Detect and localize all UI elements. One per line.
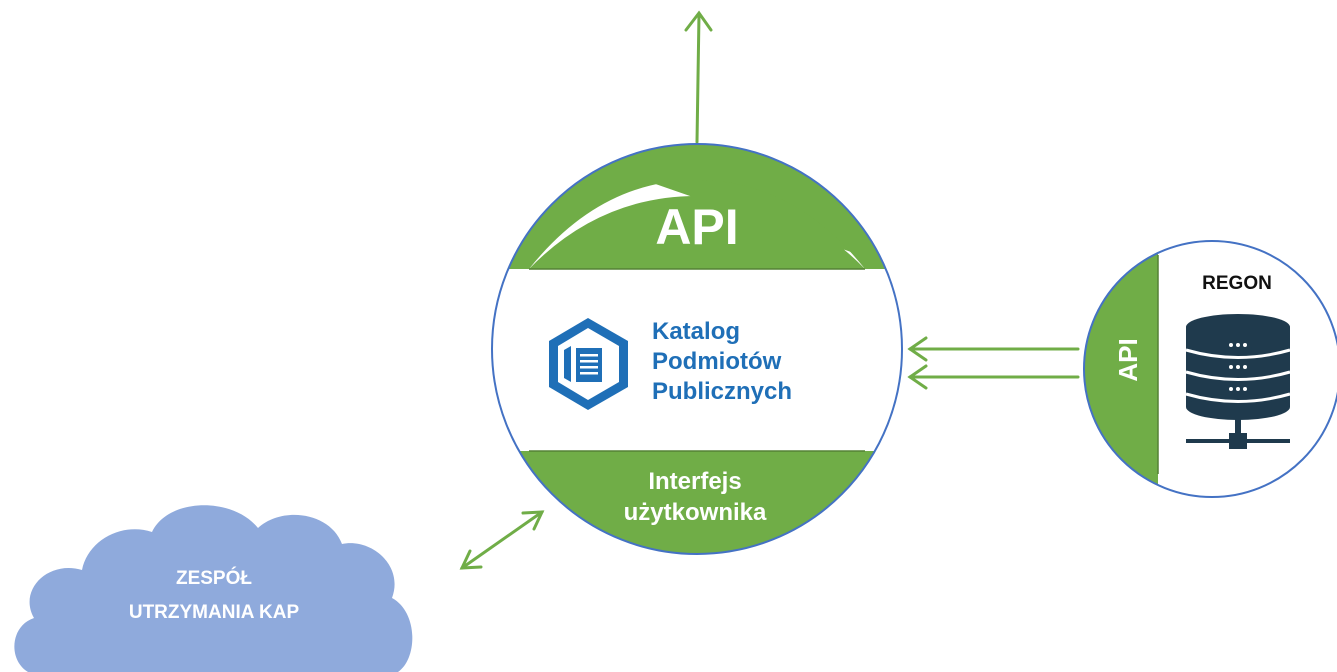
regon-api-band — [1084, 241, 1158, 497]
arrow-outgoing-up — [684, 10, 713, 144]
logo-text-line3: Publicznych — [652, 378, 792, 405]
cloud-label-line1: ZESPÓŁ — [176, 567, 252, 589]
logo-text-line1: Katalog — [652, 318, 740, 345]
kap-ui-band — [492, 451, 902, 554]
regon-api-label: API — [1113, 338, 1143, 381]
arrow-cloud-kap-bidirectional — [459, 510, 545, 570]
arrow-regon-to-kap — [907, 336, 1080, 390]
kap-ui-label-line1: Interfejs — [648, 468, 741, 495]
logo-text-line2: Podmiotów — [652, 348, 782, 375]
regon-title: REGON — [1202, 273, 1272, 294]
database-server-icon — [1185, 314, 1291, 449]
support-team-cloud — [14, 505, 413, 672]
kap-api-label: API — [655, 199, 738, 255]
building-document-icon — [549, 318, 628, 410]
kap-ui-label-line2: użytkownika — [624, 499, 767, 526]
cloud-label-line2: UTRZYMANIA KAP — [129, 602, 300, 623]
